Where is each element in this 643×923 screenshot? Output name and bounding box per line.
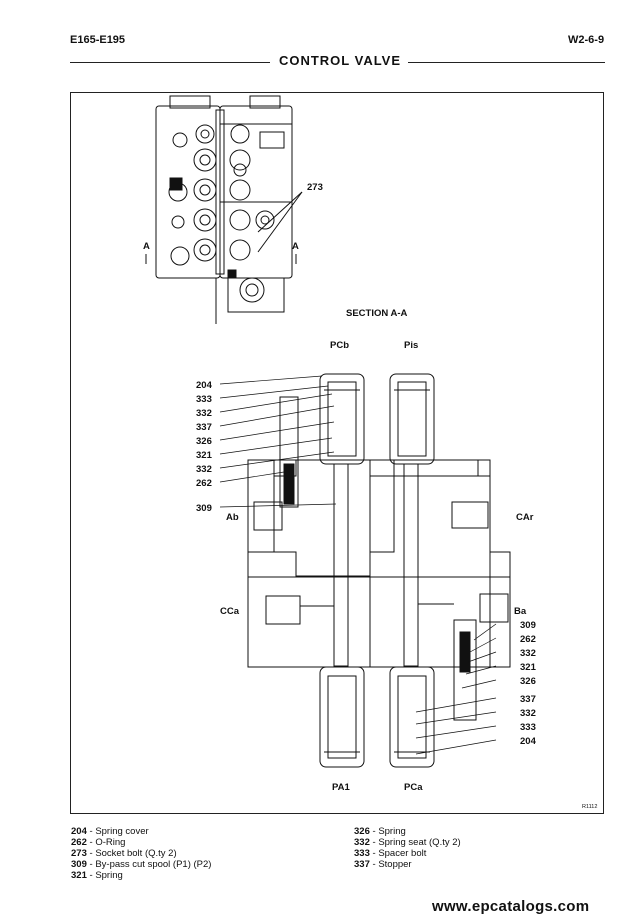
port-ba: Ba	[514, 606, 527, 617]
callout-left: 337	[196, 422, 212, 433]
leader-273-b	[257, 191, 303, 253]
control-valve-figure: 273 A A SECTION A-A PCb Pis Ab CAr CCa B…	[143, 95, 597, 810]
callout-right: 321	[520, 662, 537, 673]
legend-item: 337 - Stopper	[354, 859, 412, 870]
section-mark-right: A	[292, 241, 299, 252]
title-rule-left	[70, 62, 270, 63]
callout-left: 332	[196, 408, 212, 419]
callout-right: 333	[520, 722, 536, 733]
callout-right: 332	[520, 648, 536, 659]
callout-right: 337	[520, 694, 536, 705]
plug-cca	[265, 595, 301, 625]
legend-item: 262 - O-Ring	[71, 837, 126, 848]
legend-item: 309 - By-pass cut spool (P1) (P2)	[71, 859, 212, 870]
figure-ref-code: R1112	[582, 804, 597, 810]
callout-right: 309	[520, 620, 536, 631]
left-spool-column	[319, 373, 365, 768]
callout-left: 326	[196, 436, 212, 447]
port-pcb: PCb	[330, 340, 349, 351]
page-title: CONTROL VALVE	[272, 53, 408, 68]
callout-left: 321	[196, 450, 213, 461]
legend-item: 321 - Spring	[71, 870, 123, 881]
section-mark-left: A	[143, 241, 150, 252]
callout-right: 204	[520, 736, 537, 747]
callout-left: 204	[196, 380, 213, 391]
legend-right: 326 - Spring 332 - Spring seat (Q.ty 2) …	[354, 826, 461, 870]
legend-item: 332 - Spring seat (Q.ty 2)	[354, 837, 461, 848]
legend-item: 273 - Socket bolt (Q.ty 2)	[71, 848, 177, 859]
leader-273-a	[257, 191, 303, 233]
watermark-link[interactable]: www.epcatalogs.com	[432, 898, 590, 915]
legend-left: 204 - Spring cover 262 - O-Ring 273 - So…	[71, 826, 211, 881]
port-pa1: PA1	[332, 782, 350, 793]
bypass-spool-left-core	[283, 463, 295, 505]
valve-top-view	[155, 95, 293, 324]
plug-ab	[253, 501, 283, 531]
right-spool-column	[389, 373, 435, 768]
bypass-spool-right-core	[459, 631, 471, 673]
port-pis: Pis	[404, 340, 418, 351]
port-pca: PCa	[404, 782, 423, 793]
callout-left: 309	[196, 503, 212, 514]
port-ab: Ab	[226, 512, 239, 523]
plug-car	[451, 501, 489, 529]
section-title: SECTION A-A	[346, 308, 408, 319]
legend-item: 333 - Spacer bolt	[354, 848, 427, 859]
bypass-spool-left	[279, 396, 299, 508]
bypass-spool-right	[453, 619, 477, 721]
callout-left: 262	[196, 478, 212, 489]
callout-273: 273	[307, 182, 323, 193]
figure-frame	[70, 92, 604, 814]
legend-item: 326 - Spring	[354, 826, 406, 837]
callout-left: 332	[196, 464, 212, 475]
port-cca: CCa	[220, 606, 240, 617]
model-label: E165-E195	[70, 34, 126, 46]
callout-right: 326	[520, 676, 536, 687]
callout-right: 262	[520, 634, 536, 645]
callout-right: 332	[520, 708, 536, 719]
callout-left: 333	[196, 394, 212, 405]
legend-item: 204 - Spring cover	[71, 826, 149, 837]
port-car: CAr	[516, 512, 534, 523]
title-rule-right	[405, 62, 605, 63]
plug-ba	[479, 593, 509, 623]
page-reference: W2-6-9	[568, 34, 605, 46]
